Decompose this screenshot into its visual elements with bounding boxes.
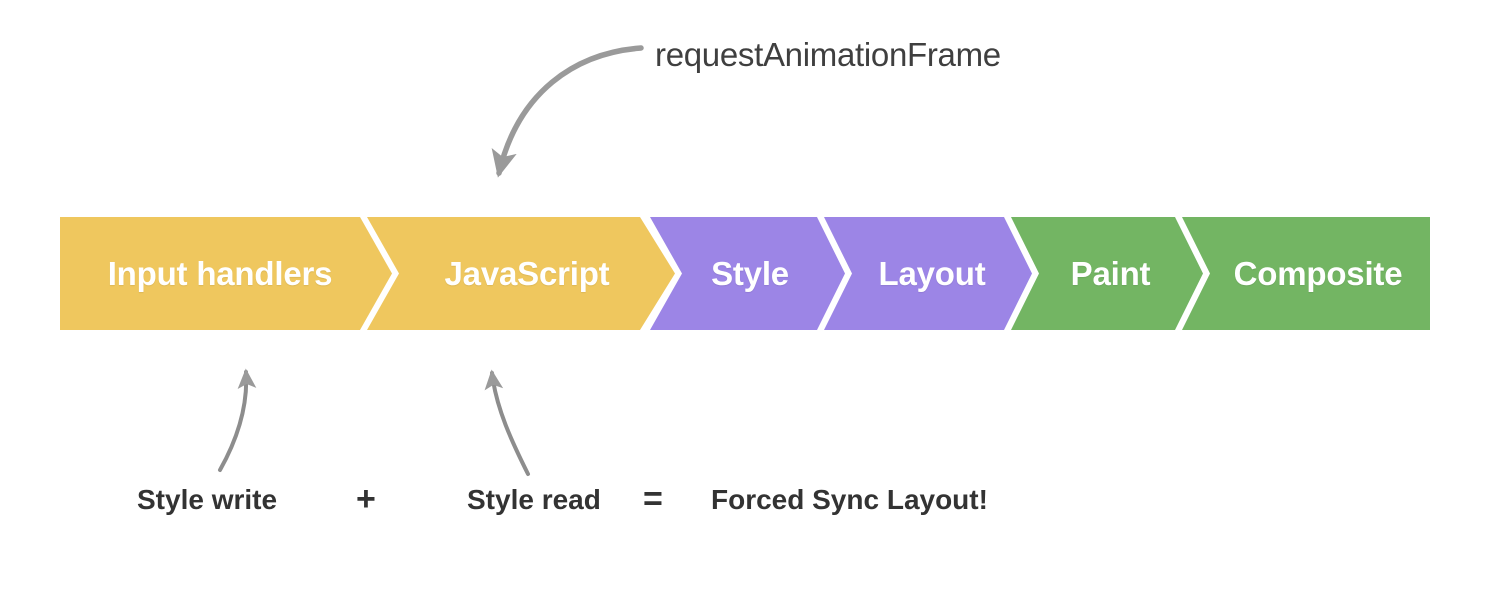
stage-shape-javascript[interactable] (367, 217, 675, 330)
formula-style-write-label: Style write (137, 484, 278, 515)
pipeline-shapes (60, 217, 1430, 330)
formula-equals-operator: = (643, 480, 663, 518)
request-animation-frame-label: requestAnimationFrame (655, 36, 1001, 73)
stage-shape-composite[interactable] (1182, 217, 1430, 330)
formula-result-label: Forced Sync Layout! (711, 484, 988, 515)
formula-style-read-label: Style read (467, 484, 601, 515)
style-read-arrow (484, 369, 530, 476)
rendering-pipeline-bar: Input handlers JavaScript Style Layout P… (60, 217, 1430, 330)
raf-callout-arrow (491, 45, 644, 178)
stage-shape-paint[interactable] (1011, 217, 1203, 330)
stage-shape-input-handlers[interactable] (60, 217, 392, 330)
stage-shape-style[interactable] (650, 217, 845, 330)
formula-plus-operator: + (356, 480, 376, 518)
stage-shape-layout[interactable] (824, 217, 1032, 330)
style-write-arrow (218, 368, 257, 472)
